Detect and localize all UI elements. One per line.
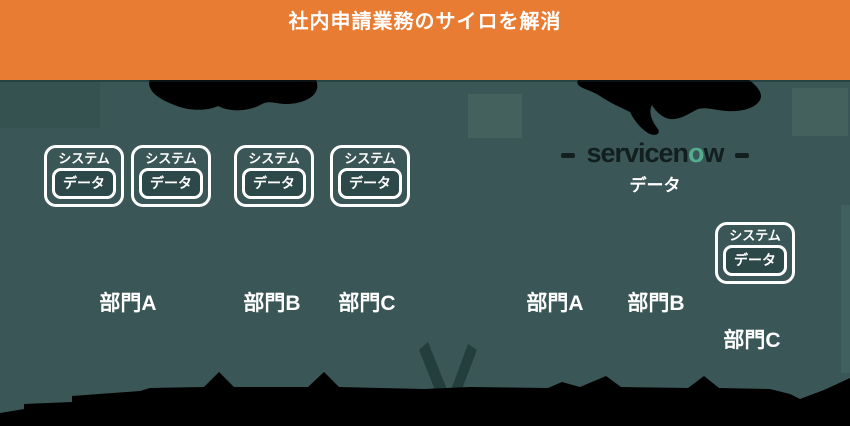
department-label: 部門B bbox=[243, 292, 301, 315]
silhouette-bottom-left bbox=[0, 372, 424, 426]
system-box: システム データ bbox=[131, 145, 211, 207]
shade-patch bbox=[0, 82, 100, 128]
logo-dash-decor bbox=[735, 153, 749, 158]
data-box: データ bbox=[723, 245, 787, 276]
light-patch bbox=[792, 88, 848, 136]
servicenow-logo-o: o bbox=[688, 138, 704, 168]
system-box: システム データ bbox=[330, 145, 410, 207]
silhouette-bottom-right bbox=[424, 376, 850, 426]
department-label: 部門A bbox=[526, 292, 584, 315]
data-box: データ bbox=[338, 168, 402, 199]
department-label: 部門C bbox=[723, 329, 781, 352]
header-banner: 社内申請業務のサイロを解消 bbox=[0, 0, 850, 80]
department-label: 部門C bbox=[338, 292, 396, 315]
data-box: データ bbox=[139, 168, 203, 199]
department-label: 部門A bbox=[99, 292, 157, 315]
system-box: システム データ bbox=[44, 145, 124, 207]
servicenow-logo-text: w bbox=[703, 138, 725, 168]
light-strip bbox=[841, 205, 850, 373]
department-label: 部門B bbox=[627, 292, 685, 315]
dark-wedge bbox=[448, 344, 477, 402]
servicenow-logo: servicenow bbox=[586, 138, 725, 169]
system-label: システム bbox=[145, 151, 197, 166]
logo-dash-decor bbox=[561, 153, 575, 158]
system-label: システム bbox=[729, 228, 781, 243]
system-label: システム bbox=[58, 151, 110, 166]
system-box: システム データ bbox=[234, 145, 314, 207]
platform-data-label: データ bbox=[629, 176, 681, 195]
page-title: 社内申請業務のサイロを解消 bbox=[288, 11, 562, 33]
system-label: システム bbox=[248, 151, 300, 166]
data-box: データ bbox=[52, 168, 116, 199]
servicenow-logo-text: servicen bbox=[586, 138, 689, 168]
system-box: システム データ bbox=[715, 222, 795, 284]
data-box: データ bbox=[242, 168, 306, 199]
light-patch bbox=[468, 94, 522, 138]
system-label: システム bbox=[344, 151, 396, 166]
